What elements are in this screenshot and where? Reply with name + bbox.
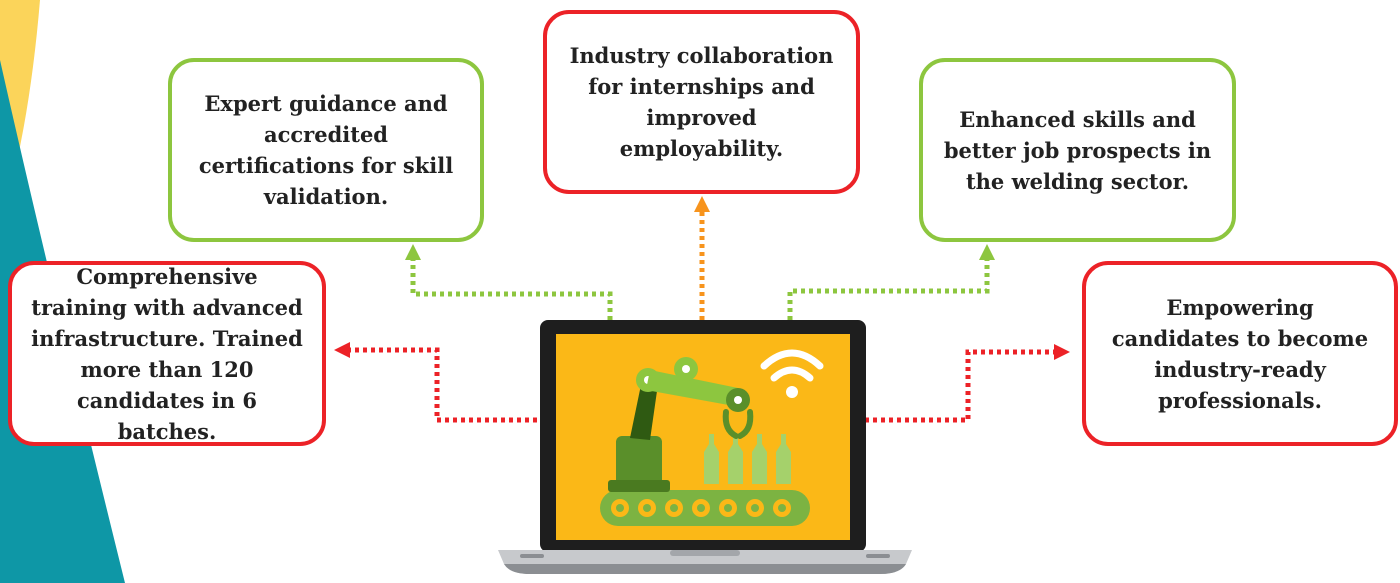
box-industry: Industry collaboration for internships a…	[543, 10, 860, 194]
box-guidance: Expert guidance and accredited certifica…	[168, 58, 484, 242]
box-training: Comprehensive training with advanced inf…	[8, 261, 326, 446]
connector-upper-left	[410, 258, 613, 320]
conveyor-belt-icon	[600, 434, 810, 526]
box-guidance-text: Expert guidance and accredited certifica…	[198, 91, 454, 209]
robotic-arm-icon	[608, 357, 754, 492]
arrow-icon	[979, 244, 995, 260]
box-industry-text: Industry collaboration for internships a…	[569, 43, 834, 161]
connector-upper-right	[787, 258, 990, 320]
arrow-icon	[334, 342, 350, 358]
arrow-icon	[405, 244, 421, 260]
box-empowering-text: Empowering candidates to become industry…	[1111, 294, 1369, 413]
wifi-icon	[760, 349, 824, 398]
arrow-icon	[694, 196, 710, 212]
laptop-icon	[498, 320, 912, 574]
box-skills-text: Enhanced skills and better job prospects…	[943, 106, 1212, 194]
box-skills: Enhanced skills and better job prospects…	[919, 58, 1236, 242]
arrow-icon	[1054, 344, 1070, 360]
box-training-text: Comprehensive training with advanced inf…	[31, 263, 303, 444]
connector-right	[865, 349, 1056, 423]
box-empowering: Empowering candidates to become industry…	[1082, 261, 1398, 446]
teal-wedge	[0, 60, 125, 583]
